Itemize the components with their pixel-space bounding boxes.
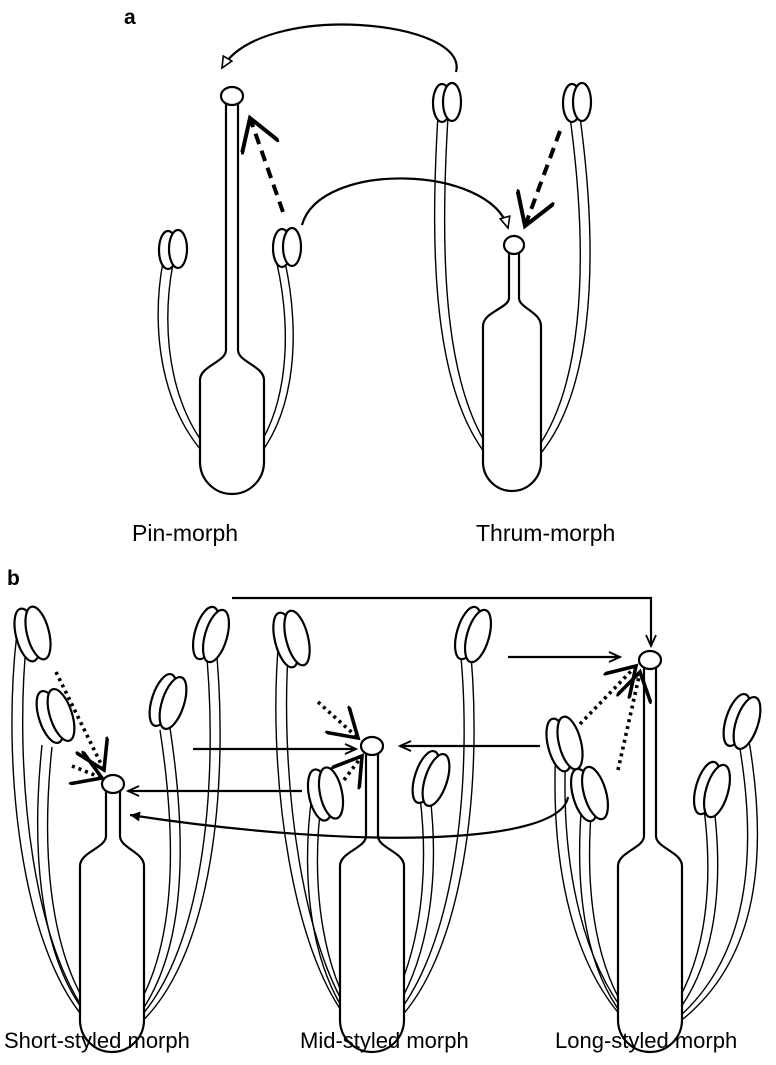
pin-morph-label: Pin-morph (132, 522, 238, 545)
long-anther-lower-left (566, 764, 613, 824)
arrow-long-lower-anthers-to-short-stigma (130, 797, 568, 838)
short-anther-upper-left (10, 604, 55, 664)
dotted-arrow-mid-upper-self (318, 702, 358, 738)
thrum-anther-left (433, 83, 461, 122)
arrow-thrum-anther-to-pin-stigma (222, 25, 457, 72)
short-anther-upper-right (188, 604, 234, 665)
long-anther-lower-right (689, 759, 735, 820)
short-pistil (80, 790, 144, 1052)
dotted-arrow-mid-lower-self (344, 756, 362, 780)
thrum-morph-flower (433, 83, 591, 491)
dashed-arrow-thrum-self (525, 131, 560, 226)
panel-b-label: b (7, 568, 20, 589)
dotted-arrow-long-lower-self (618, 672, 640, 770)
dashed-arrow-pin-self (250, 118, 283, 212)
short-styled-morph-label: Short-styled morph (4, 1030, 190, 1052)
pin-stigma (221, 87, 243, 105)
short-anther-lower-left (31, 686, 80, 746)
mid-anther-lower-right (407, 748, 455, 809)
mid-styled-morph-label: Mid-styled morph (300, 1030, 469, 1052)
mid-anther-upper-left (269, 608, 315, 670)
mid-styled-flower (269, 604, 496, 1052)
thrum-stigma (504, 236, 524, 254)
thrum-morph-label: Thrum-morph (476, 522, 615, 545)
long-styled-flower (542, 651, 766, 1052)
pin-pistil (200, 103, 264, 494)
pin-morph-flower (158, 87, 301, 494)
long-stigma (639, 651, 661, 669)
dotted-arrow-short-lower-self (72, 766, 102, 778)
long-styled-morph-label: Long-styled morph (555, 1030, 737, 1052)
arrow-pin-anther-to-thrum-stigma (302, 178, 508, 228)
pin-anther-left (159, 230, 187, 269)
dotted-arrow-long-upper-self (580, 666, 636, 724)
long-anther-upper-right (718, 691, 766, 752)
short-styled-flower (10, 604, 234, 1052)
panel-a-label: a (124, 7, 136, 28)
short-stigma (102, 775, 124, 793)
thrum-pistil (483, 252, 541, 491)
mid-stigma (361, 737, 383, 755)
mid-anther-upper-right (450, 604, 496, 665)
thrum-anther-right (563, 83, 591, 122)
pin-anther-right (273, 228, 301, 267)
short-anther-lower-right (144, 671, 192, 732)
long-pistil (618, 666, 682, 1052)
mid-pistil (340, 752, 404, 1052)
